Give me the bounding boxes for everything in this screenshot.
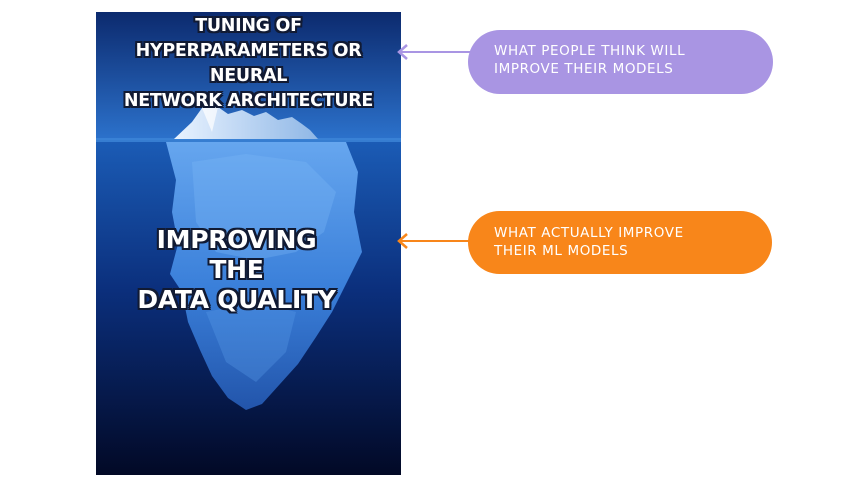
- iceberg-image: TUNING OF HYPERPARAMETERS OR NEURAL NETW…: [96, 12, 401, 475]
- top-caption-line1: TUNING OF: [195, 16, 302, 36]
- top-caption: TUNING OF HYPERPARAMETERS OR NEURAL NETW…: [96, 14, 401, 114]
- arrow-left-icon: [397, 44, 470, 60]
- main-caption: IMPROVING THE DATA QUALITY: [96, 225, 389, 315]
- callout-think-line2: IMPROVE THEIR MODELS: [494, 61, 674, 77]
- callout-actual-line1: WHAT ACTUALLY IMPROVE: [494, 225, 684, 241]
- top-caption-line2: HYPERPARAMETERS OR NEURAL: [135, 41, 362, 86]
- arrow-left-icon: [397, 233, 470, 249]
- callout-what-actually-improves: WHAT ACTUALLY IMPROVE THEIR ML MODELS: [468, 211, 772, 274]
- callout-what-people-think: WHAT PEOPLE THINK WILL IMPROVE THEIR MOD…: [468, 30, 773, 94]
- top-caption-line3: NETWORK ARCHITECTURE: [123, 91, 374, 111]
- main-caption-line3: DATA QUALITY: [137, 285, 336, 314]
- main-caption-line1: IMPROVING: [156, 225, 317, 254]
- callout-think-line1: WHAT PEOPLE THINK WILL: [494, 43, 686, 59]
- waterline: [96, 138, 401, 142]
- iceberg-submerged: [166, 142, 362, 410]
- callout-actual-line2: THEIR ML MODELS: [494, 243, 629, 259]
- main-caption-line2: THE: [209, 255, 264, 284]
